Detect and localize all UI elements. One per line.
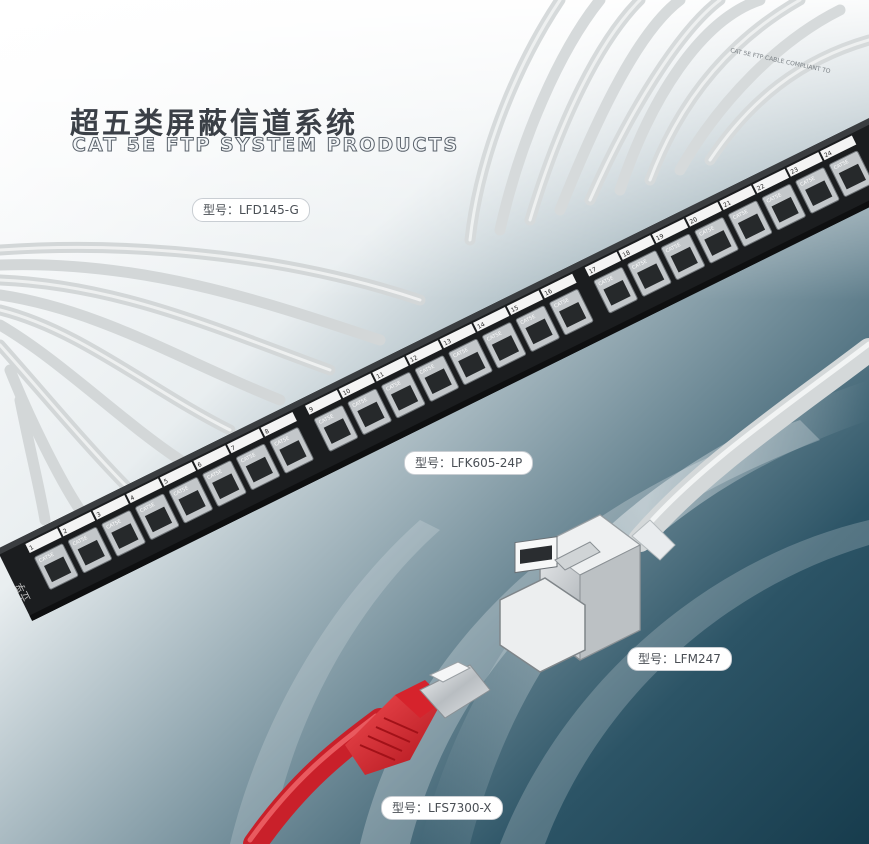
- port-label-strip: [92, 495, 129, 520]
- port-number: 8: [264, 428, 271, 436]
- page-title: 超五类屏蔽信道系统: [70, 106, 359, 140]
- port-opening: [525, 318, 553, 345]
- port-label-strip: [584, 251, 621, 277]
- port-number: 20: [689, 216, 699, 226]
- port-number: 11: [375, 371, 385, 381]
- model-label-lfk605: 型号：LFK605-24P: [404, 451, 534, 475]
- port-opening: [737, 213, 766, 240]
- port-row: 1CAT5E2CAT5E3CAT5E4CAT5E5CAT5E6CAT5E7CAT…: [25, 135, 869, 590]
- port-number: 10: [342, 387, 352, 397]
- port-label-strip: [58, 511, 96, 537]
- port-label-strip: [439, 323, 476, 349]
- port-label-strip: [786, 152, 823, 177]
- port-opening: [637, 263, 665, 290]
- patch-cord: [243, 661, 491, 844]
- port-opening: [704, 230, 732, 256]
- patch-panel: 1CAT5E2CAT5E3CAT5E4CAT5E5CAT5E6CAT5E7CAT…: [0, 110, 869, 621]
- port-number: 9: [308, 406, 315, 414]
- port-label-strip: [159, 461, 197, 487]
- port-number: 14: [476, 321, 486, 331]
- keystone-module: [499, 514, 641, 673]
- port-number: 22: [756, 183, 766, 193]
- port-number: 13: [443, 338, 453, 348]
- port-label-strip: [227, 428, 264, 454]
- port-opening: [603, 280, 631, 306]
- port-label-strip: [126, 478, 163, 504]
- port-opening: [670, 246, 698, 273]
- port-number: 19: [655, 233, 665, 243]
- port-opening: [212, 473, 240, 500]
- port-number: 4: [129, 494, 136, 502]
- port-opening: [559, 301, 587, 328]
- port-label-strip: [372, 356, 409, 382]
- port-opening: [144, 506, 173, 533]
- port-number: 2: [62, 527, 69, 535]
- port-opening: [44, 556, 72, 583]
- port-label-strip: [405, 340, 443, 365]
- port-label-strip: [752, 168, 790, 194]
- port-opening: [805, 180, 833, 206]
- port-label-strip: [338, 373, 375, 399]
- model-label-lfs7300: 型号：LFS7300-X: [381, 796, 503, 820]
- port-label-strip: [305, 390, 342, 415]
- port-label-strip: [260, 411, 297, 437]
- port-label-strip: [618, 235, 655, 260]
- port-opening: [491, 335, 520, 361]
- port-number: 7: [230, 444, 237, 452]
- port-opening: [111, 523, 139, 549]
- port-opening: [357, 401, 385, 428]
- port-opening: [838, 163, 866, 190]
- port-label-strip: [540, 273, 577, 299]
- port-opening: [245, 456, 273, 483]
- port-opening: [178, 490, 206, 516]
- port-number: 3: [96, 511, 103, 519]
- port-number: 5: [163, 478, 170, 486]
- port-number: 15: [510, 304, 520, 314]
- port-label-strip: [651, 218, 689, 244]
- port-number: 21: [722, 199, 732, 209]
- page-subtitle: CAT 5E FTP SYSTEM PRODUCTS: [71, 134, 460, 157]
- port-label-strip: [193, 445, 230, 470]
- port-label-strip: [685, 201, 722, 227]
- port-number: 1: [28, 544, 35, 552]
- port-number: 23: [790, 166, 800, 176]
- port-opening: [424, 368, 452, 395]
- port-label-strip: [473, 306, 510, 332]
- port-label-strip: [506, 290, 543, 316]
- port-opening: [323, 418, 351, 444]
- port-opening: [77, 539, 105, 566]
- model-label-lfd145: 型号：LFD145-G: [192, 198, 310, 222]
- port-label-strip: [25, 528, 62, 553]
- port-opening: [771, 196, 799, 223]
- port-label-strip: [719, 185, 756, 211]
- port-number: 12: [409, 354, 419, 364]
- port-number: 6: [197, 461, 204, 469]
- port-number: 24: [823, 150, 833, 160]
- port-number: 18: [621, 249, 631, 259]
- port-opening: [458, 351, 486, 378]
- port-number: 17: [588, 266, 598, 276]
- port-number: 16: [543, 288, 553, 298]
- port-opening: [279, 440, 307, 466]
- module-cable: [628, 338, 869, 561]
- model-label-lfm247: 型号：LFM247: [627, 647, 732, 671]
- port-opening: [390, 385, 419, 411]
- port-label-strip: [820, 135, 857, 161]
